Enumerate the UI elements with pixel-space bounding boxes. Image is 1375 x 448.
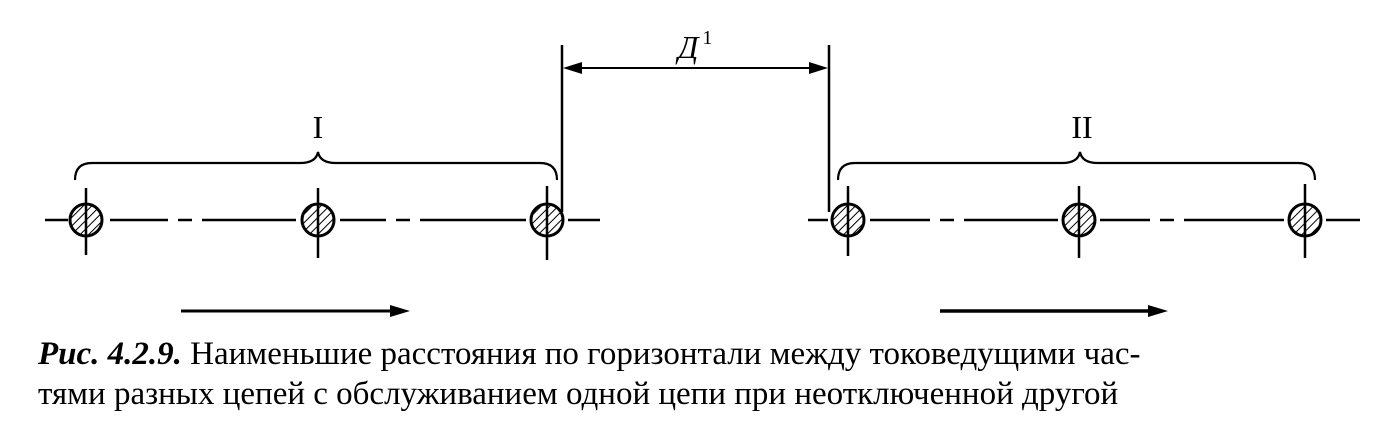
conductor-left-3 [529, 186, 565, 260]
brace-right [836, 151, 1317, 181]
caption-line-2: тями разных цепей с обслуживанием одной … [38, 376, 1119, 412]
dimension-letter: Д [675, 29, 700, 65]
figure-caption: Рис. 4.2.9. Наименьшие расстояния по гор… [38, 334, 1368, 414]
conductor-right-3 [1287, 184, 1323, 258]
direction-arrow-right [940, 305, 1168, 317]
dimension-distance [560, 45, 831, 212]
dimension-arrow-left [563, 62, 582, 74]
conductor-right-2 [1061, 186, 1097, 258]
conductor-left-1 [68, 188, 104, 255]
conductor-left-2 [300, 188, 336, 258]
caption-text-1: Наименьшие расстояния по горизонтали меж… [190, 336, 1141, 372]
group-label-left: I [313, 109, 324, 145]
brace-left [73, 151, 559, 181]
caption-figure-number: Рис. 4.2.9. [38, 336, 182, 372]
direction-arrow-left [181, 305, 410, 317]
group-label-right: II [1071, 109, 1092, 145]
conductor-right-1 [830, 186, 866, 256]
dimension-superscript: 1 [702, 27, 712, 49]
dimension-arrow-right [809, 62, 828, 74]
caption-line-1: Рис. 4.2.9. Наименьшие расстояния по гор… [38, 334, 1368, 374]
